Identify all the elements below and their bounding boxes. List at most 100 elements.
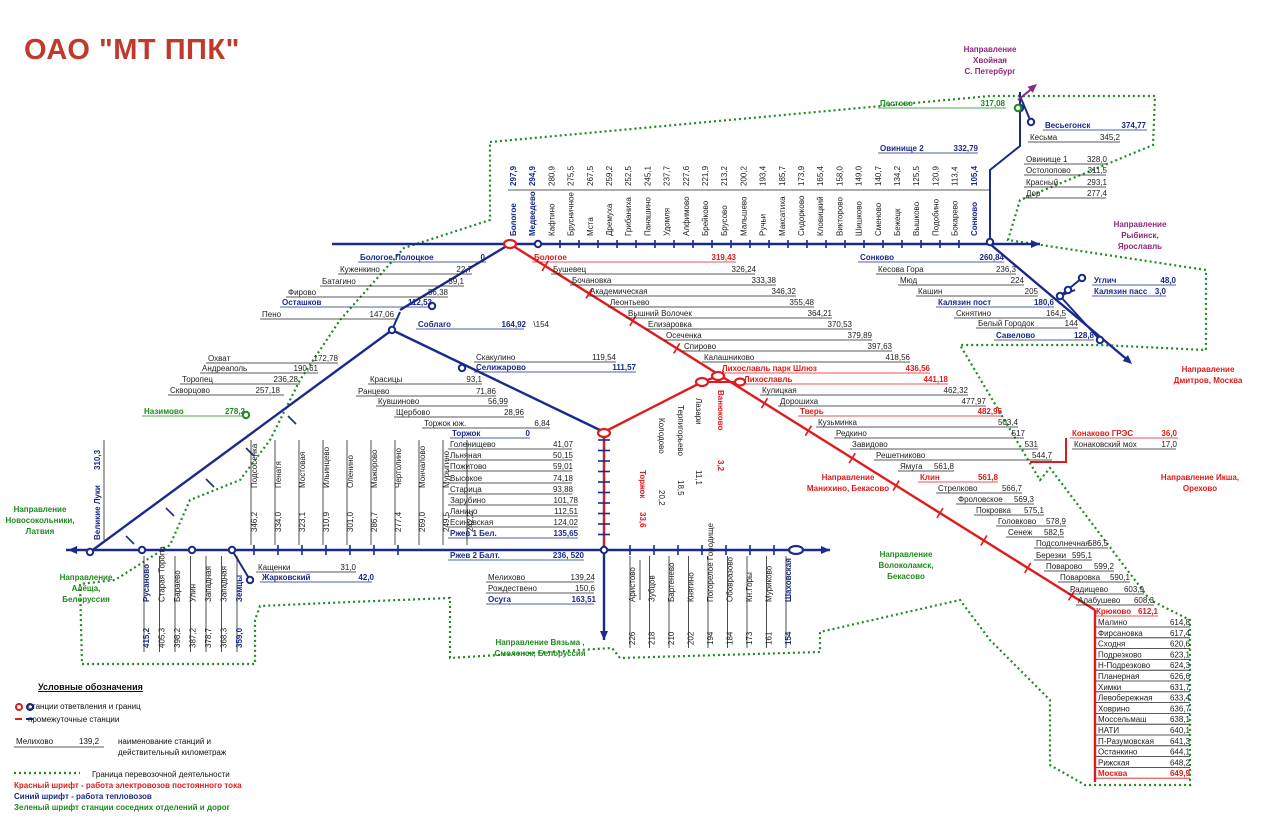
station-km: 269,0 [418, 511, 427, 532]
station-tick [760, 397, 769, 409]
station-name: Земцы [235, 575, 244, 602]
arrow-icon [821, 546, 830, 554]
station-name: Москва [1098, 769, 1128, 778]
station-km: 326,24 [732, 265, 757, 274]
station-name: Ранцево [358, 387, 390, 396]
station-name: Аристово [628, 567, 637, 602]
station-km: 441,18 [924, 375, 949, 384]
station-name: Дор [1026, 189, 1041, 198]
station-km: 20,2 [657, 490, 666, 506]
station-name: Ржев 1 Бел. [450, 529, 497, 538]
station-name: Зарубино [450, 496, 486, 505]
circle-icon [457, 363, 467, 373]
station-name: Кн.Горы [745, 572, 754, 602]
station-km: 364,21 [808, 309, 833, 318]
station-name: Алабушево [1078, 596, 1121, 605]
station-name: Охват [208, 354, 231, 363]
station-name: Сидорково [797, 195, 806, 236]
line-kalyazin-savelovo [1059, 295, 1101, 341]
station-name: Батагино [322, 277, 356, 286]
direction-label: Бекасово [887, 572, 925, 581]
station-tick [629, 315, 637, 327]
station-name: Щербово [396, 408, 431, 417]
station-name: Торжок [452, 429, 481, 438]
station-name: Подсосенка [250, 443, 259, 488]
arrow-icon [600, 631, 608, 640]
station-name: Ховрино [1098, 704, 1130, 713]
station-km: 113,4 [951, 166, 960, 186]
station-name: Кловицкий [816, 196, 825, 236]
red-ring-icon [15, 703, 23, 711]
station-name: Назимово [144, 407, 184, 416]
station-km: 93,88 [553, 485, 574, 494]
red-ring-icon [710, 370, 726, 382]
station-name: Елизаровка [648, 320, 692, 329]
station-km: 227,6 [682, 165, 691, 186]
station-km: 163,51 [572, 595, 597, 604]
station-km: 236, 520 [553, 551, 585, 560]
station-km: 620,6 [1170, 640, 1191, 649]
station-km: 294,9 [528, 165, 537, 186]
line-vesegonsk-branch [1019, 95, 1032, 123]
station-km: 48,0 [1160, 276, 1176, 285]
station-km: 11,1 [694, 470, 703, 486]
station-name: Оленино [346, 454, 355, 488]
station-name: Скворцово [170, 386, 210, 395]
station-km: 36,0 [1161, 429, 1177, 438]
station-km: 561,8 [934, 462, 955, 471]
station-km: 578,9 [1046, 517, 1067, 526]
station-km: 22,7 [456, 265, 472, 274]
station-km: 277,4 [394, 511, 403, 532]
station-km: 415,2 [142, 627, 151, 648]
station-km: 140,7 [874, 165, 883, 186]
station-name: Пестово [880, 99, 913, 108]
direction-label: Направление [880, 550, 933, 559]
legend-junction: станции ответвления и границ [28, 702, 141, 711]
station-km: 224 [1011, 276, 1025, 285]
station-km: 213,2 [720, 165, 729, 186]
station-name: Торжок юж. [424, 419, 466, 428]
circle-icon [227, 545, 237, 555]
station-km: 277,4 [1087, 189, 1108, 198]
line-vesegonsk [989, 92, 1021, 242]
circle-icon [1077, 273, 1087, 283]
line-uglich [1059, 277, 1083, 297]
station-km: 641,3 [1170, 737, 1191, 746]
station-km: 200,2 [739, 165, 748, 186]
arrow-icon [1027, 84, 1037, 93]
station-name: Ванюково [716, 390, 725, 430]
station-km: 210 [667, 631, 676, 645]
arrow-icon [68, 546, 77, 554]
station-name: Погорелое Городище [706, 523, 715, 603]
station-name: Сенеж [1008, 528, 1033, 537]
station-name: Зубцов [648, 575, 657, 602]
station-name: Мостовая [298, 452, 307, 488]
station-km: 617,4 [1170, 629, 1191, 638]
station-name: Ржев 2 Балт. [450, 551, 500, 560]
circle-icon [985, 237, 995, 247]
station-name: Пено [262, 310, 282, 319]
station-km: 0 [481, 253, 486, 262]
station-km: 120,9 [931, 165, 940, 186]
station-name: Куженкино [340, 265, 380, 274]
station-name: Красицы [370, 375, 403, 384]
station-name: Терпигорьево [676, 405, 685, 457]
station-name: Рождествено [488, 584, 538, 593]
direction-label: Направление [14, 505, 67, 514]
arrow-icon [1031, 240, 1040, 248]
station-km: 503,4 [998, 418, 1019, 427]
station-km: 293,1 [1087, 178, 1108, 187]
legend-green: Зеленый шрифт станции соседних отделений… [14, 803, 231, 812]
station-name: Овинище 2 [880, 144, 924, 153]
station-name: Кесьма [1030, 133, 1058, 142]
direction-label: Манихино, Бекасово [807, 484, 889, 493]
station-km: 378,7 [204, 627, 213, 648]
station-km: 317,08 [981, 99, 1006, 108]
station-name: Белый Городок [978, 319, 1035, 328]
station-km: 173 [745, 631, 754, 645]
station-name: Грибаниха [624, 197, 633, 236]
station-name: Красный [1026, 178, 1058, 187]
station-km: 398,2 [173, 627, 182, 648]
direction-label: Направление [60, 573, 113, 582]
station-km: 436,56 [906, 364, 931, 373]
